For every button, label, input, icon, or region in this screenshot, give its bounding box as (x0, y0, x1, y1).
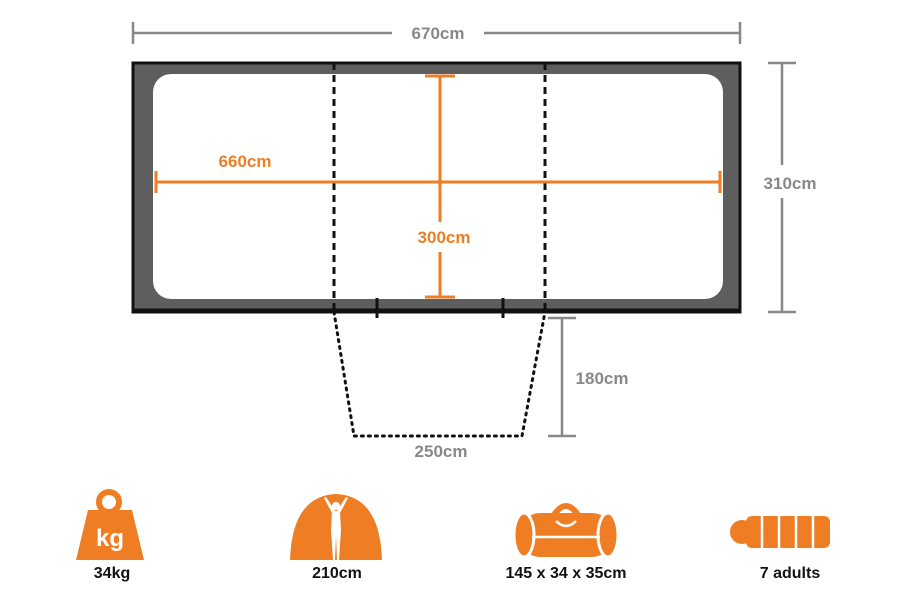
inner-width-dimension (154, 171, 722, 193)
porch-depth-label: 180cm (576, 369, 629, 388)
outer-depth-dimension (768, 61, 796, 314)
capacity-label: 7 adults (759, 565, 821, 582)
outer-width-label: 670cm (412, 24, 465, 43)
weight-kg-icon: kg (76, 489, 144, 560)
tent-height-person-icon (290, 494, 382, 560)
pack-size-label: 145 x 34 x 35cm (505, 565, 627, 582)
carry-bag-icon (512, 503, 620, 559)
inner-depth-label: 300cm (418, 228, 471, 247)
inner-depth-dimension (425, 74, 455, 299)
sleeping-bag-icon (730, 516, 830, 548)
outer-depth-label: 310cm (764, 174, 817, 193)
weight-label: 34kg (93, 565, 131, 582)
height-label: 210cm (312, 565, 362, 582)
porch-width-label: 250cm (415, 442, 468, 461)
inner-floor (153, 74, 723, 299)
porch-depth-dimension (548, 316, 576, 438)
outer-width-dimension (131, 22, 742, 44)
inner-width-label: 660cm (219, 152, 272, 171)
porch-outline (332, 310, 547, 438)
weight-kg-badge: kg (96, 525, 124, 552)
